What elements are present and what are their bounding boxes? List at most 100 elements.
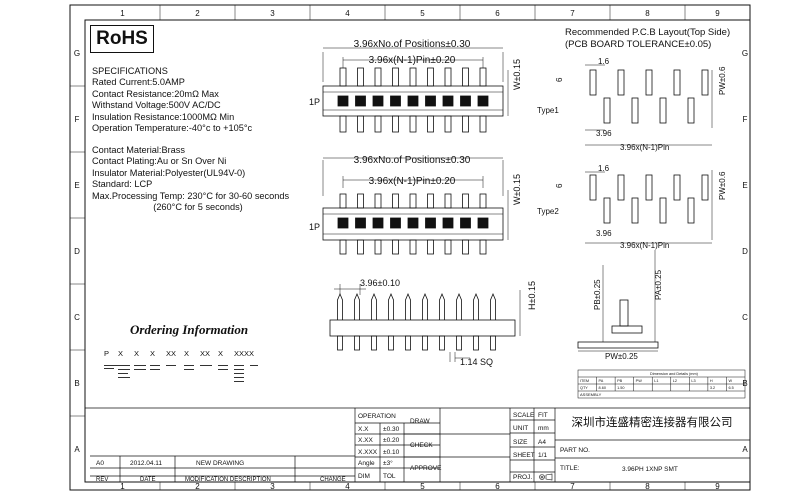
pcb-pad [673, 174, 681, 201]
dimension-table-cell: 8.60 [599, 386, 606, 390]
pcb-pad [645, 174, 653, 201]
tolerance-value: ±0.30 [383, 426, 400, 433]
pin-bottom [444, 239, 452, 255]
title-label: TITLE: [560, 465, 580, 472]
pin-top [339, 193, 347, 209]
pin-contact [337, 217, 349, 229]
pin-top [462, 67, 469, 87]
dimension-table-header: H [710, 379, 713, 383]
side-pin [337, 292, 343, 320]
pin-top [374, 193, 382, 209]
tolerance-value: ±0.10 [383, 449, 400, 456]
row-mark: C [74, 313, 80, 322]
pcb-pad [589, 69, 597, 96]
side-pin [405, 292, 411, 320]
pcb-pad [659, 197, 667, 224]
pin-top [374, 67, 382, 87]
sheet-label: SHEET [513, 452, 535, 459]
ordering-legend [104, 365, 258, 382]
column-mark: 4 [345, 9, 350, 18]
ordering-code: X [134, 349, 139, 358]
unit-label: UNIT [513, 425, 528, 432]
dim-positions-2: 3.96xNo.of Positions±0.30 [354, 155, 471, 166]
pin-top [427, 67, 434, 87]
pin-bottom [357, 239, 364, 255]
side-pin-tail [422, 335, 428, 351]
side-pin-tail [337, 335, 343, 351]
pin-top [479, 67, 487, 87]
pin-bottom [409, 115, 417, 133]
top-view-2 [322, 157, 509, 255]
dimension-table-header: PB [617, 379, 623, 383]
pin-contact [442, 217, 454, 229]
tolerance-dim: DIM [358, 473, 370, 480]
pcb-pad [631, 97, 639, 124]
dimension-table-header: PW [636, 379, 643, 383]
dimension-table-header: L3 [691, 379, 695, 383]
pin-top [479, 193, 487, 209]
pw-2: PW±0.6 [718, 171, 727, 200]
side-pin [490, 292, 496, 320]
part-no-label: PART NO. [560, 447, 590, 454]
dimension-table-header: W [728, 379, 732, 383]
pcb-pad [631, 197, 639, 224]
dimension-table [577, 369, 746, 399]
pin1-label-2: 1P [309, 222, 320, 232]
column-mark: 2 [195, 9, 200, 18]
side-pin-tail [456, 335, 462, 351]
pin-bottom [479, 239, 487, 255]
desc-header: MODIFICATION DESCRIPTION [185, 477, 271, 483]
type2-label: Type2 [537, 207, 559, 216]
ordering-code: XXXX [234, 349, 254, 358]
column-mark: 6 [495, 9, 500, 18]
dimension-table-header: L2 [673, 379, 677, 383]
pin-contact [425, 95, 436, 107]
company-name: 深圳市连盛精密连接器有限公司 [572, 415, 733, 429]
pin-contact [390, 217, 401, 229]
pcb-pad [659, 97, 667, 124]
tolerance-value: TOL [383, 473, 396, 480]
pin-top [409, 67, 417, 87]
row-mark: G [74, 49, 80, 58]
pin-contact [460, 95, 471, 107]
pin-contact [460, 217, 471, 229]
pin-bottom [427, 239, 434, 255]
column-mark: 8 [645, 9, 650, 18]
column-mark: 6 [495, 482, 500, 491]
pcb-pad [617, 69, 625, 96]
side-pin [354, 292, 360, 320]
span-1: 3.96x(N-1)Pin [620, 143, 669, 152]
ordering-code: XX [166, 349, 176, 358]
dim-pins-2: 3.96x(N-1)Pin±0.20 [369, 176, 456, 187]
pcb-pad [687, 97, 695, 124]
pcb-pad [603, 97, 611, 124]
row-mark: D [742, 247, 748, 256]
dimension-table-header: ITEM [580, 379, 589, 383]
size-value: A4 [538, 439, 546, 446]
column-mark: 7 [570, 482, 575, 491]
ordering-code: X [150, 349, 155, 358]
side-pin [439, 292, 445, 320]
size-label: SIZE [513, 439, 528, 446]
approve-label: APPROVE [410, 465, 442, 472]
row-mark: E [74, 181, 79, 190]
row-mark: G [742, 49, 748, 58]
change-header: CHANGE [320, 477, 346, 483]
scale-value: FIT [538, 412, 548, 419]
dimension-table-header: PA [599, 379, 604, 383]
span-2: 3.96x(N-1)Pin [620, 241, 669, 250]
side-pin-tail [405, 335, 411, 351]
column-mark: 1 [120, 9, 125, 18]
pin-top [462, 193, 469, 209]
pitch-dim: 3.96±0.10 [360, 278, 400, 288]
pin-bottom [339, 239, 347, 255]
pcb-pad [589, 174, 597, 201]
pcb-pad [701, 69, 709, 96]
side-pin [456, 292, 462, 320]
side-pin [388, 292, 394, 320]
pin-contact [407, 95, 419, 107]
pin-bottom [374, 239, 382, 255]
title-block [85, 407, 750, 482]
side-pin-tail [490, 335, 496, 351]
